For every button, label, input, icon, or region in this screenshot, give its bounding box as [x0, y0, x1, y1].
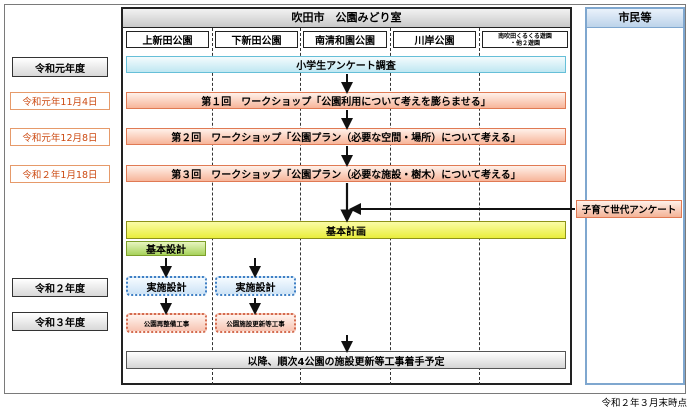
column-divider	[390, 28, 391, 385]
basic-design-bar: 基本設計	[126, 241, 206, 256]
citizen-panel	[585, 7, 685, 385]
park-header-minamiseiwaen: 南清和園公園	[303, 31, 387, 48]
timeline-date-1: 令和元年11月4日	[10, 92, 110, 110]
org-title: 吹田市 公園みどり室	[123, 9, 570, 28]
timeline-fiscal-r2: 令和２年度	[12, 278, 108, 297]
timeline-fiscal-r3: 令和３年度	[12, 312, 108, 331]
column-divider	[300, 28, 301, 385]
park-header-shimoshinden: 下新田公園	[215, 31, 298, 48]
survey-elementary-students: 小学生アンケート調査	[126, 56, 566, 73]
park-header-kurukuru-line2: ・他２遊園	[509, 39, 540, 47]
column-divider	[479, 28, 480, 385]
timeline-date-3: 令和２年1月18日	[10, 165, 110, 183]
parenting-survey-box: 子育て世代アンケート	[576, 200, 682, 218]
timeline-date-2: 令和元年12月8日	[10, 128, 110, 146]
column-divider	[212, 28, 213, 385]
park-header-kamishinden: 上新田公園	[126, 31, 209, 48]
org-panel	[121, 7, 572, 385]
timeline-fiscal-r1: 令和元年度	[12, 57, 108, 77]
park-header-kurukuru-line1: 南吹田くるくる遊園	[498, 32, 552, 40]
citizen-title: 市民等	[587, 9, 683, 28]
park-header-kurukuru: 南吹田くるくる遊園 ・他２遊園	[482, 31, 568, 48]
park-header-kawagishi: 川岸公園	[393, 31, 476, 48]
footnote-as-of: 令和２年３月末時点	[601, 398, 687, 409]
diagram-frame	[4, 4, 686, 394]
